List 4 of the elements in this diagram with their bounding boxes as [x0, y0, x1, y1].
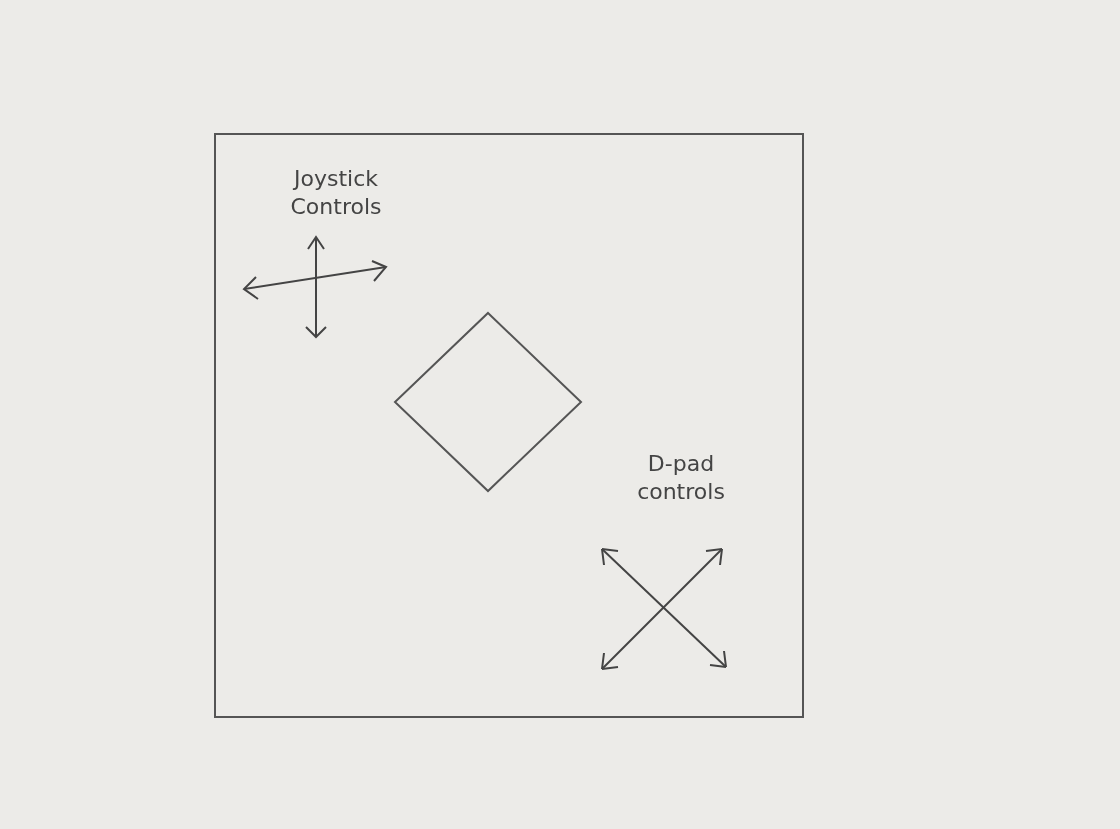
screen-frame	[214, 133, 804, 718]
control-label: Joystick Controls	[289, 165, 383, 221]
control-label: D-pad controls	[636, 450, 726, 506]
diamond-shape	[393, 311, 583, 493]
